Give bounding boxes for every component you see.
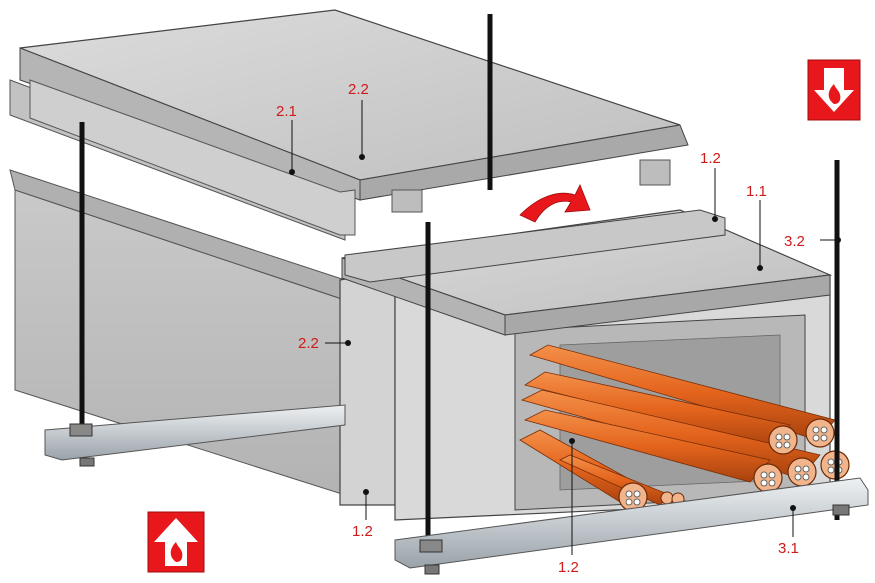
upper-slab-left-edge xyxy=(19,47,361,201)
cable-end-small xyxy=(660,491,674,505)
side-board-2-1 xyxy=(29,79,356,236)
hanger-rods xyxy=(79,14,840,548)
callout-1-2-bottom-mid: 1.2 xyxy=(558,559,579,576)
cable-bundle xyxy=(519,344,850,512)
upper-duct xyxy=(9,9,689,241)
cable-end xyxy=(805,418,835,448)
callout-2-1: 2.1 xyxy=(276,103,297,120)
support-rail-3-1 xyxy=(394,477,869,575)
cable-end xyxy=(787,457,817,487)
curved-up-arrow-icon xyxy=(519,184,591,223)
edge-board-1-2 xyxy=(344,209,726,283)
callout-2-2-left: 2.2 xyxy=(298,335,319,352)
callout-2-2-top: 2.2 xyxy=(348,81,369,98)
callout-3-2: 3.2 xyxy=(784,233,805,250)
leader-lines xyxy=(291,100,837,555)
fire-down-arrow-icon xyxy=(807,59,861,121)
end-board-2-2 xyxy=(339,269,396,506)
cable-end xyxy=(618,482,648,512)
cable-end xyxy=(753,463,783,493)
support-rail-left xyxy=(44,404,346,467)
callout-1-2-top: 1.2 xyxy=(700,150,721,167)
cable xyxy=(523,409,771,483)
support-block xyxy=(639,159,671,186)
support-block xyxy=(391,189,423,213)
fire-up-arrow-icon xyxy=(147,511,205,573)
callout-3-1: 3.1 xyxy=(778,540,799,557)
callout-1-1: 1.1 xyxy=(746,183,767,200)
leader-dots xyxy=(289,154,841,511)
cable-end xyxy=(768,425,798,455)
callout-1-2-bottom-left: 1.2 xyxy=(352,523,373,540)
